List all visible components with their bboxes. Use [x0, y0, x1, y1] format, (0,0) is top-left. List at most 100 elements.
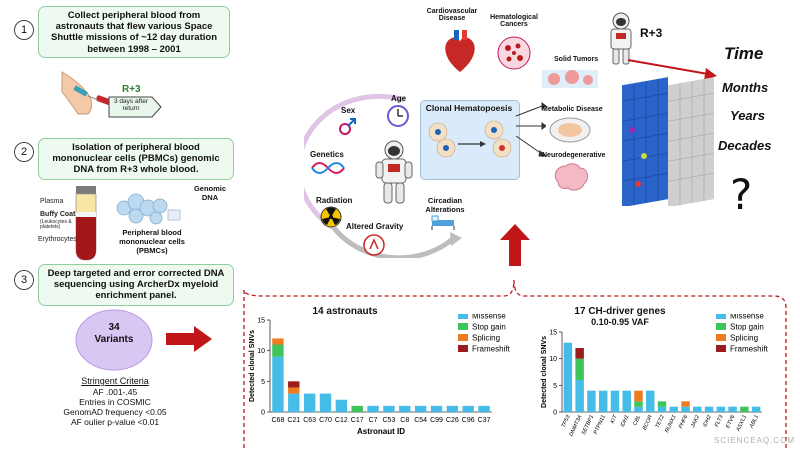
chart2-xtick-label: TET2 — [655, 414, 666, 429]
chart1-bar-C63-missense — [303, 393, 316, 412]
chart1-legend-label: Splicing — [472, 334, 500, 343]
variants-label: Variants — [94, 334, 134, 345]
cycle-genetics-label: Genetics — [310, 150, 344, 159]
outcome-metabolic-label: Metabolic Disease — [542, 106, 603, 113]
chart1-legend-swatch — [458, 323, 468, 330]
red-arrow-right — [166, 326, 212, 352]
pbmc-label: Peripheral blood mononuclear cells (PBMC… — [119, 228, 185, 255]
chart1-xlabel: Astronaut ID — [357, 427, 405, 436]
chart1-bar-C68-missense — [272, 356, 284, 412]
chart1-xtick-label: C26 — [446, 417, 459, 424]
criteria-line-3: GenomAD frequency <0.05 — [63, 407, 167, 417]
chart2-legend-swatch — [716, 334, 726, 341]
chart2-legend-label: Missense — [730, 314, 764, 321]
chart1-legend-swatch — [458, 345, 468, 352]
bed-icon — [431, 215, 455, 230]
charts-dashed-outline — [243, 279, 787, 448]
chart2-bar-FLT3-missense — [716, 406, 726, 412]
timeline-decades-label: Decades — [718, 138, 772, 153]
cycle-circadian-label: Circadian Alterations — [425, 196, 465, 214]
chart2-bar-PHF6-splicing — [681, 401, 690, 407]
step-3-box: Deep targeted and error corrected DNA se… — [38, 264, 234, 306]
chart1-bar-C68-stop-gain — [272, 344, 284, 357]
chart2-xtick-label: IDH1 — [620, 414, 631, 428]
chart2-bar-TET2-missense — [657, 406, 667, 412]
chart2-xtick-label: RUNX1 — [664, 414, 677, 433]
chart1-xtick-label: C54 — [414, 417, 427, 424]
outcome-cardio-label: Cardiovascular Disease — [426, 8, 478, 22]
buffy-coat-label: Buffy Coat — [40, 211, 76, 218]
outcome-neuro-label: Neurodegenerative — [542, 152, 606, 159]
cycle-age-label: Age — [391, 94, 407, 103]
variants-circle — [75, 309, 153, 371]
step-2-number: 2 — [14, 142, 34, 162]
chart2-title: 17 CH-driver genes — [574, 306, 666, 317]
cycle-altered-gravity-label: Altered Gravity — [346, 222, 404, 231]
chart2-xtick-label: FLT3 — [714, 413, 725, 428]
chart2-bar-RUNX1-missense — [669, 406, 678, 412]
heme-cancer-icon — [497, 36, 531, 70]
chart2-bar-TET2-stop-gain — [657, 401, 667, 407]
chart2-xtick-label: KIT — [610, 414, 619, 425]
variants-count: 34 — [108, 322, 120, 333]
pbmc-cells-illustration — [116, 193, 181, 225]
chart1-bar-C7-missense — [367, 405, 379, 412]
plasma-label: Plasma — [40, 198, 64, 205]
chart1-bar-C8-missense — [399, 405, 411, 412]
chart2-bar-CBL-stop-gain — [634, 401, 643, 407]
chart1-ytick-label: 0 — [261, 410, 265, 417]
chart2-xtick-label: JAK2 — [690, 414, 701, 429]
timeline-time-label: Time — [724, 44, 764, 63]
chart1-legend-label: Frameshift — [472, 345, 511, 354]
criteria-line-4: AF oulier p-value <0.01 — [70, 417, 160, 427]
clock-icon — [387, 105, 409, 127]
brain-icon — [554, 163, 588, 191]
chart1-legend-label: Missense — [472, 314, 506, 321]
chart1-xtick-label: C53 — [383, 417, 396, 424]
chart1-xtick-label: C12 — [335, 417, 348, 424]
chart1-bar-C70-missense — [319, 393, 332, 412]
chart1-bar-C21-missense — [288, 393, 300, 412]
chart2-bar-DNMT3A-missense — [575, 380, 584, 412]
chart2-bar-DNMT3A-stop-gain — [575, 358, 584, 380]
chart2-xtick-label: PHF6 — [678, 413, 690, 429]
return-arrow-shape — [108, 96, 162, 118]
chart2-legend-swatch — [716, 314, 726, 319]
red-arrow-up — [500, 224, 530, 266]
chart2-bar-DNMT3A-frameshift — [575, 348, 584, 359]
chart2-bar-SETBP1-missense — [587, 390, 596, 412]
chart1-xtick-label: C37 — [478, 417, 491, 424]
criteria-line-1: AF .001-.45 — [92, 387, 138, 397]
chart1-ytick-label: 15 — [257, 318, 265, 325]
buffy-coat-sub: (Leukocytes & platelets) — [40, 219, 72, 230]
sex-symbol-icon — [339, 118, 356, 135]
timeline-r3-label: R+3 — [640, 26, 663, 40]
chart2-xtick-label: CBL — [632, 414, 642, 426]
chart2-legend-swatch — [716, 323, 726, 330]
gravity-icon — [363, 234, 385, 256]
chart2-ytick-label: 15 — [549, 330, 557, 337]
step-1-number: 1 — [14, 20, 34, 40]
solid-tumor-icon — [542, 70, 598, 88]
outcome-arrows — [515, 102, 546, 157]
chart1-ytick-label: 10 — [257, 348, 265, 355]
timeline-years-label: Years — [730, 108, 765, 123]
blood-tube-illustration — [75, 186, 97, 261]
chart2-bar-ASXL1-stop-gain — [740, 406, 749, 412]
cycle-ring — [304, 93, 462, 258]
chart2-legend-label: Frameshift — [730, 345, 769, 354]
chart1-legend-label: Stop gain — [472, 323, 506, 332]
chart2-xtick-label: TP53 — [561, 413, 572, 428]
erythrocytes-label: Erythrocytes — [38, 236, 77, 243]
chart1-xtick-label: C68 — [272, 417, 285, 424]
criteria-title: Stringent Criteria — [81, 376, 149, 386]
chart2-bar-PTPN11-missense — [598, 390, 608, 412]
chart2-bar-CBL-missense — [634, 406, 643, 412]
return-arrow-text: 3 days after return — [114, 98, 148, 113]
chart2-bar-BCOR-missense — [646, 390, 655, 412]
outcome-solid-label: Solid Tumors — [554, 56, 599, 63]
genomic-dna-label: Genomic DNA — [193, 184, 227, 202]
chart1-bar-C54-missense — [414, 405, 427, 412]
